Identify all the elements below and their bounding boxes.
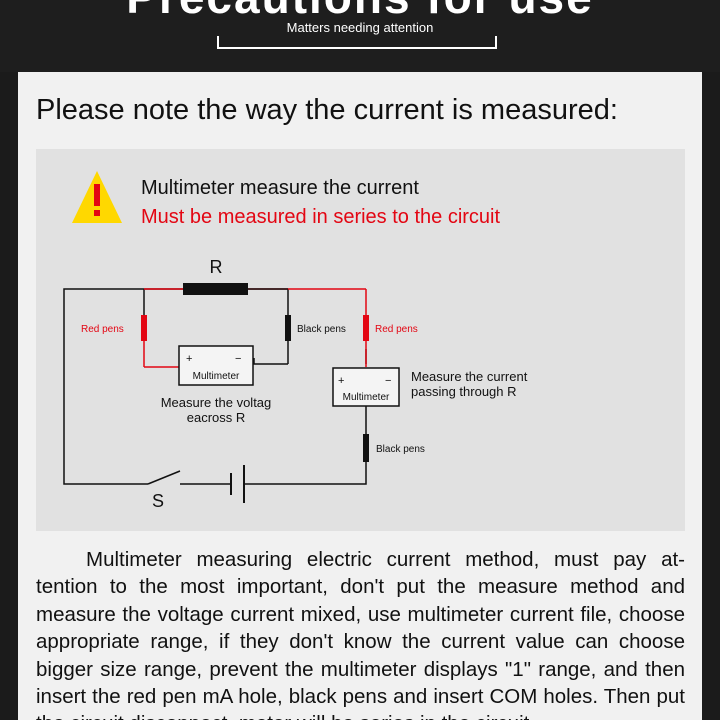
notice-line1: Multimeter measure the current [141, 177, 419, 199]
svg-text:−: − [385, 375, 391, 387]
section-heading: Please note the way the current is measu… [36, 94, 618, 126]
page-title: Precautions for use [0, 0, 720, 24]
svg-text:Multimeter: Multimeter [343, 392, 390, 403]
red-pens-label-right: Red pens [375, 324, 418, 335]
svg-text:−: − [235, 353, 241, 365]
resistor-label: R [210, 257, 223, 277]
red-probe-left [141, 315, 147, 341]
black-pens-label-left: Black pens [297, 324, 346, 335]
black-pens-label-right: Black pens [376, 444, 425, 455]
multimeter-right: + − Multimeter [332, 367, 400, 407]
body-text: Multimeter measuring electric current me… [36, 546, 685, 720]
current-caption-line2: passing through R [411, 384, 517, 399]
subtitle-bracket [217, 36, 497, 49]
svg-text:+: + [186, 353, 192, 365]
content-panel: Please note the way the current is measu… [18, 72, 702, 720]
circuit-diagram: Multimeter measure the current Must be m… [36, 149, 685, 531]
notice-line2: Must be measured in series to the circui… [141, 206, 500, 228]
switch-label: S [152, 491, 164, 511]
body-paragraph: Multimeter measuring electric current me… [36, 548, 685, 720]
resistor [183, 283, 248, 295]
current-caption-line1: Measure the current [411, 369, 528, 384]
voltage-caption-line2: eacross R [187, 410, 246, 425]
black-probe-left [285, 315, 291, 341]
warning-icon [72, 171, 122, 223]
svg-text:+: + [338, 375, 344, 387]
voltage-caption-line1: Measure the voltag [161, 395, 272, 410]
red-pens-label-left: Red pens [81, 324, 124, 335]
header-banner: Precautions for use Matters needing atte… [0, 0, 720, 72]
svg-text:Multimeter: Multimeter [193, 371, 240, 382]
page-subtitle: Matters needing attention [286, 20, 434, 35]
red-probe-right [363, 315, 369, 341]
multimeter-left: + − Multimeter [178, 345, 254, 386]
black-probe-right [363, 434, 369, 462]
